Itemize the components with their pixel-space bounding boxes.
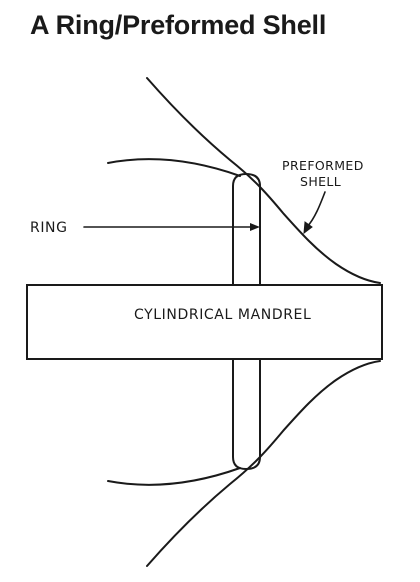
cylindrical-mandrel: [26, 284, 383, 360]
preformed-shell-upper-outer: [146, 77, 381, 284]
ring-upper: [232, 173, 261, 286]
ring-leader-arrowhead: [250, 223, 260, 231]
preformed-leader-arrowhead: [303, 221, 313, 235]
preformed-label-line1: PREFORMED: [282, 158, 364, 173]
page-title: A Ring/Preformed Shell: [30, 10, 327, 40]
preformed-label-line2: SHELL: [300, 174, 341, 189]
preformed-shell-lower-outer: [146, 360, 381, 567]
ring-label: RING: [30, 220, 68, 236]
preformed-shell-lower-inner: [107, 467, 241, 486]
preformed-leader-line: [306, 191, 326, 228]
preformed-shell-upper-inner: [107, 158, 241, 177]
mandrel-label: CYLINDRICAL MANDREL: [134, 307, 311, 323]
ring-lower: [232, 358, 261, 470]
